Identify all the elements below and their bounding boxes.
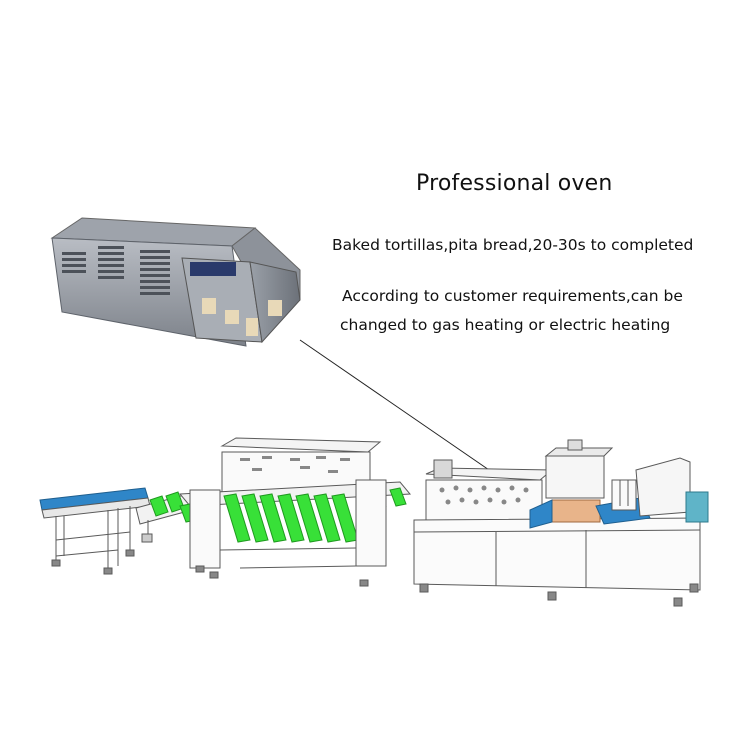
control-panel — [190, 262, 236, 276]
outfeed-conveyor — [39, 487, 151, 575]
production-line — [39, 437, 709, 607]
feeder-unit — [611, 457, 709, 523]
feature-line-customization: According to customer requirements,can b… — [342, 287, 683, 305]
press-unit — [529, 439, 651, 529]
transfer-unit — [135, 491, 193, 543]
headline: Professional oven — [416, 171, 613, 196]
oven-photo — [50, 217, 301, 347]
feature-line-baking-time: Baked tortillas,pita bread,20-30s to com… — [332, 236, 694, 254]
feature-line-heating-options: changed to gas heating or electric heati… — [340, 316, 671, 334]
control-box — [685, 491, 709, 523]
leader-line — [299, 339, 493, 473]
oven-unit — [413, 459, 701, 607]
cooling-tunnel — [178, 437, 412, 587]
